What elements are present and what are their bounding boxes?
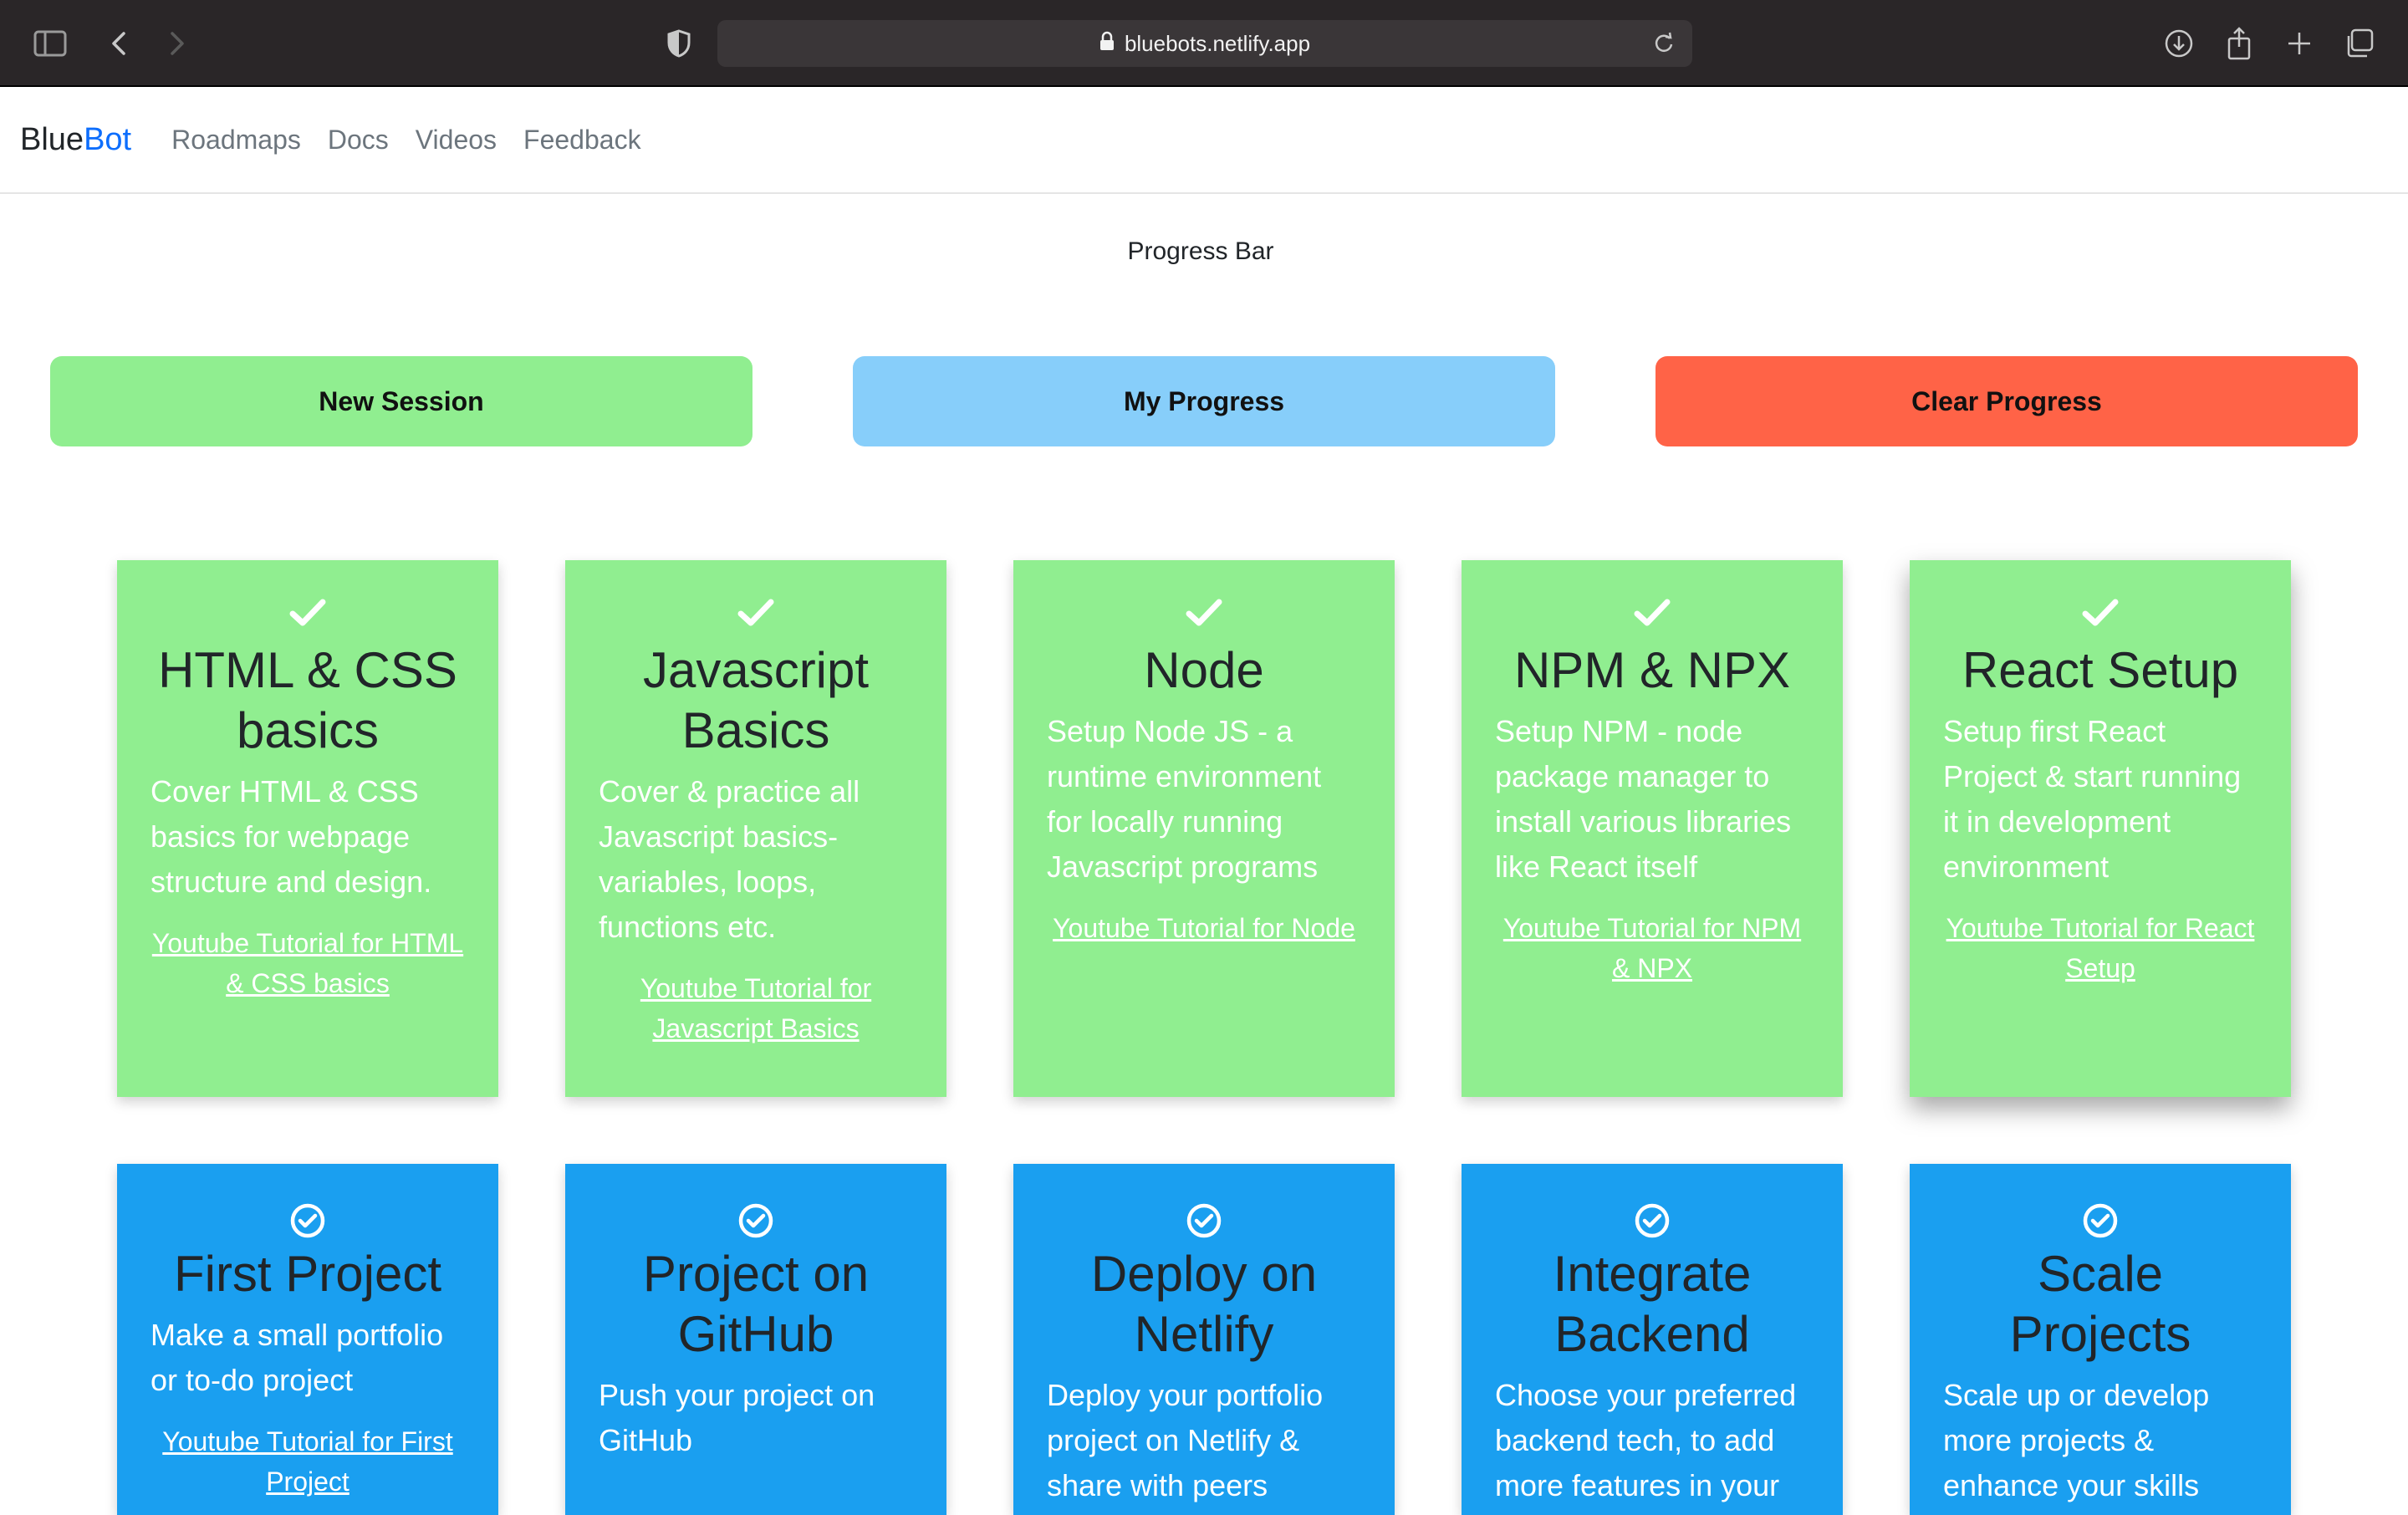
roadmap-card-completed[interactable]: HTML & CSS basics Cover HTML & CSS basic… — [117, 560, 498, 1097]
check-circle-icon — [150, 1202, 465, 1238]
sidebar-toggle-icon[interactable] — [30, 23, 70, 64]
brand-main-text: Blue — [20, 121, 84, 157]
brand-accent-text: Bot — [84, 121, 132, 157]
new-session-button[interactable]: New Session — [50, 356, 752, 446]
roadmap-card-pending[interactable]: Integrate Backend Choose your preferred … — [1462, 1164, 1843, 1515]
check-circle-icon — [1047, 1202, 1361, 1238]
privacy-shield-icon[interactable] — [659, 23, 699, 64]
share-icon[interactable] — [2219, 23, 2259, 64]
card-tutorial-link[interactable]: Youtube Tutorial for HTML & CSS basics — [151, 928, 464, 998]
checkmark-icon — [150, 599, 465, 634]
my-progress-button[interactable]: My Progress — [853, 356, 1555, 446]
page-title: Progress Bar — [1127, 237, 1274, 265]
card-title: Scale Projects — [2009, 1246, 2191, 1362]
card-title: First Project — [173, 1246, 442, 1302]
forward-icon[interactable] — [157, 23, 197, 64]
card-description: Make a small portfolio or to-do project — [150, 1318, 444, 1397]
card-title: Integrate Backend — [1553, 1246, 1752, 1362]
checkmark-icon — [1495, 599, 1809, 634]
card-title: HTML & CSS basics — [158, 642, 457, 758]
clear-progress-button[interactable]: Clear Progress — [1656, 356, 2358, 446]
card-description: Cover HTML & CSS basics for webpage stru… — [150, 774, 432, 899]
nav-link-roadmaps[interactable]: Roadmaps — [171, 124, 301, 155]
card-description: Setup first React Project & start runnin… — [1943, 714, 2242, 884]
roadmap-card-pending[interactable]: Project on GitHub Push your project on G… — [565, 1164, 946, 1515]
card-description: Setup Node JS - a runtime environment fo… — [1047, 714, 1322, 884]
reload-icon[interactable] — [1647, 27, 1681, 66]
roadmap-card-completed[interactable]: React Setup Setup first React Project & … — [1910, 560, 2291, 1097]
checkmark-icon — [1047, 599, 1361, 634]
site-navbar: BlueBot Roadmaps Docs Videos Feedback — [0, 87, 2408, 194]
check-circle-icon — [1495, 1202, 1809, 1238]
card-title: Project on GitHub — [642, 1246, 870, 1362]
card-tutorial-link[interactable]: Youtube Tutorial for Javascript Basics — [640, 973, 872, 1043]
card-title: Node — [1144, 642, 1264, 698]
card-description: Scale up or develop more projects & enha… — [1943, 1378, 2210, 1502]
card-description: Setup NPM - node package manager to inst… — [1495, 714, 1792, 884]
download-icon[interactable] — [2159, 23, 2199, 64]
card-tutorial-link[interactable]: Youtube Tutorial for First Project — [162, 1426, 453, 1497]
brand-logo[interactable]: BlueBot — [20, 122, 131, 158]
card-description: Push your project on GitHub — [599, 1378, 875, 1457]
card-title: React Setup — [1962, 642, 2239, 698]
check-circle-icon — [599, 1202, 913, 1238]
nav-link-feedback[interactable]: Feedback — [523, 124, 641, 155]
card-title: NPM & NPX — [1513, 642, 1791, 698]
browser-toolbar: bluebots.netlify.app — [0, 0, 2408, 87]
url-text: bluebots.netlify.app — [1124, 30, 1311, 56]
card-tutorial-link[interactable]: Youtube Tutorial for NPM & NPX — [1502, 913, 1802, 983]
checkmark-icon — [1943, 599, 2258, 634]
card-tutorial-link[interactable]: Youtube Tutorial for Node — [1053, 913, 1355, 943]
roadmap-card-completed[interactable]: Node Setup Node JS - a runtime environme… — [1013, 560, 1395, 1097]
roadmap-card-pending[interactable]: Scale Projects Scale up or develop more … — [1910, 1164, 2291, 1515]
card-tutorial-link[interactable]: Youtube Tutorial for React Setup — [1946, 913, 2255, 983]
back-icon[interactable] — [99, 23, 139, 64]
checkmark-icon — [599, 599, 913, 634]
roadmap-card-completed[interactable]: Javascript Basics Cover & practice all J… — [565, 560, 946, 1097]
nav-link-docs[interactable]: Docs — [327, 124, 389, 155]
card-title: Javascript Basics — [642, 642, 870, 758]
nav-link-videos[interactable]: Videos — [415, 124, 497, 155]
address-bar[interactable]: bluebots.netlify.app — [717, 20, 1692, 67]
roadmap-card-pending[interactable]: First Project Make a small portfolio or … — [117, 1164, 498, 1515]
lock-icon — [1099, 31, 1115, 57]
card-description: Cover & practice all Javascript basics- … — [599, 774, 860, 944]
card-description: Deploy your portfolio project on Netlify… — [1047, 1378, 1324, 1502]
roadmap-card-pending[interactable]: Deploy on Netlify Deploy your portfolio … — [1013, 1164, 1395, 1515]
card-description: Choose your preferred backend tech, to a… — [1495, 1378, 1797, 1502]
roadmap-card-completed[interactable]: NPM & NPX Setup NPM - node package manag… — [1462, 560, 1843, 1097]
check-circle-icon — [1943, 1202, 2258, 1238]
new-tab-icon[interactable] — [2279, 23, 2319, 64]
card-title: Deploy on Netlify — [1090, 1246, 1318, 1362]
tab-overview-icon[interactable] — [2339, 23, 2380, 64]
